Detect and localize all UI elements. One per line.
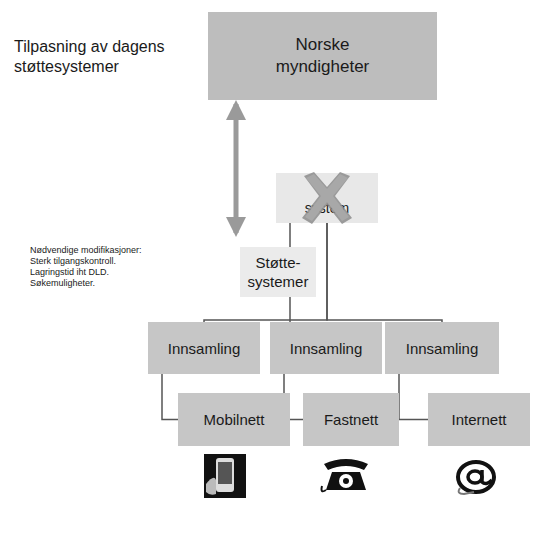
- process-box: Fastnett: [303, 393, 399, 446]
- tree-connector: [327, 223, 442, 322]
- tree-connector: [399, 374, 428, 420]
- diagram-title: Tilpasning av dagens støttesystemer: [14, 37, 204, 77]
- box-label: Støtte- systemer: [246, 253, 310, 291]
- tree-connector: [162, 374, 178, 420]
- double-arrow: [234, 104, 239, 233]
- note-text: Søkemuligheter.: [30, 278, 95, 289]
- box-label: Mobilnett: [204, 410, 265, 429]
- cross-mark: [298, 172, 356, 226]
- mobile-phone-icon: [204, 454, 246, 498]
- process-box: Støtte- systemer: [240, 247, 316, 297]
- box-label: Norske myndigheter: [258, 34, 387, 78]
- process-box: Mobilnett: [178, 393, 290, 446]
- tree-connector: [204, 223, 327, 322]
- box-label: Fastnett: [324, 410, 378, 429]
- box-label: Internett: [451, 410, 506, 429]
- note-text: Sterk tilgangskontroll.: [30, 256, 116, 267]
- desk-telephone-icon: [320, 456, 372, 494]
- box-label: Innsamling: [290, 339, 363, 358]
- note-text: Nødvendige modifikasjoner:: [30, 245, 142, 256]
- box-label: Innsamling: [168, 339, 241, 358]
- process-box: Internett: [428, 393, 530, 446]
- process-box: Norske myndigheter: [208, 12, 437, 100]
- box-label: Innsamling: [406, 339, 479, 358]
- process-box: Innsamling: [148, 322, 260, 374]
- note-text: Lagringstid iht DLD.: [30, 267, 109, 278]
- process-box: Innsamling: [270, 322, 382, 374]
- internet-at-icon: [454, 458, 498, 496]
- process-box: Innsamling: [385, 322, 499, 374]
